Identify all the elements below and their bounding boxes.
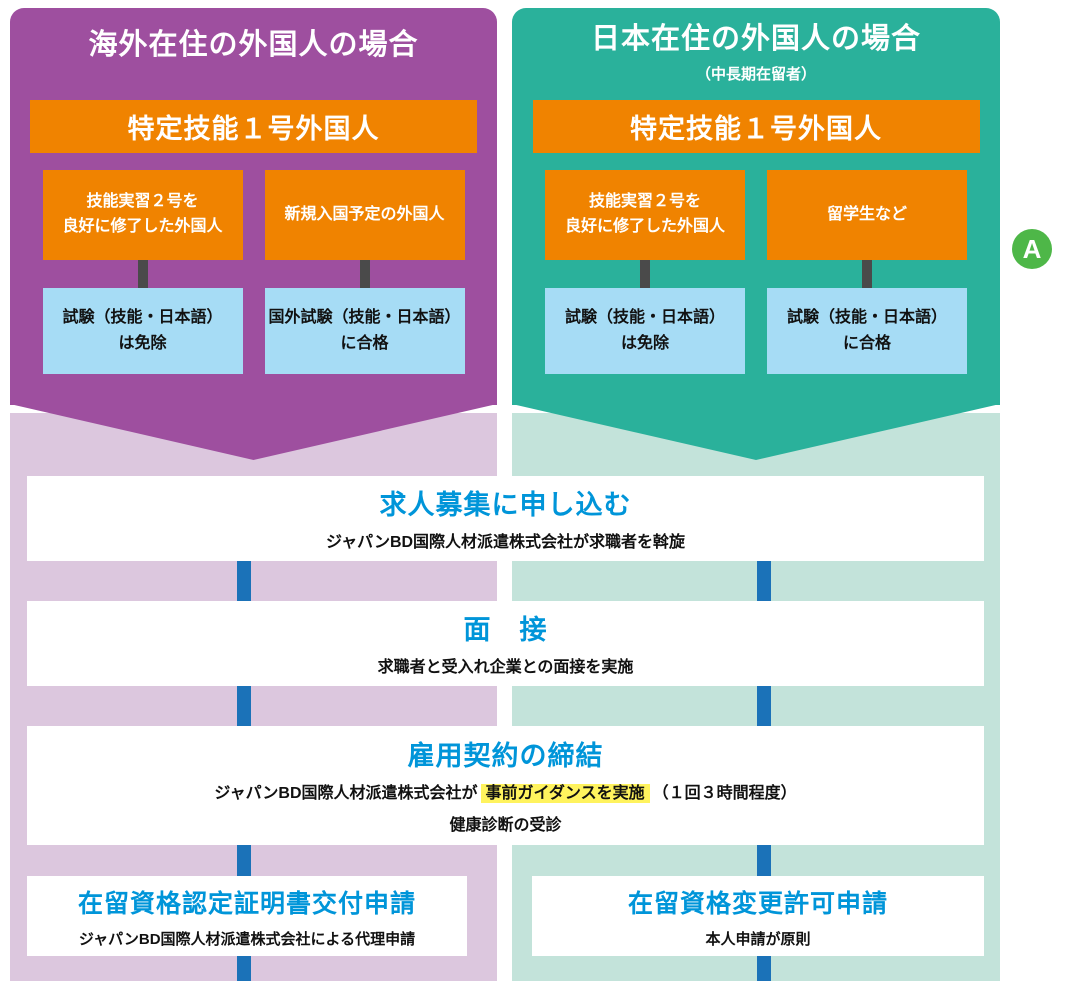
card-connector [359, 260, 370, 288]
overseas-panel-title: 海外在住の外国人の場合 [88, 29, 419, 61]
japan-panel-title: 日本在住の外国人の場合 [590, 23, 921, 55]
connector-line [237, 561, 251, 601]
step-description: ジャパンBD国際人材派遣株式会社が事前ガイダンスを実施（１回３時間程度） [214, 782, 797, 805]
overseas-card-column-2: 新規入国予定の外国人 国外試験（技能・日本語） に合格 [264, 170, 465, 374]
connector-line [237, 845, 251, 876]
japan-panel-subtitle: （中長期在留者） [695, 65, 816, 83]
step-description-pre: ジャパンBD国際人材派遣株式会社が [214, 784, 478, 802]
card-connector [137, 260, 148, 288]
overseas-panel-header: 海外在住の外国人の場合 [10, 8, 497, 100]
connector-line [757, 845, 771, 876]
overseas-card-column-1: 技能実習２号を 良好に修了した外国人 試験（技能・日本語） は免除 [42, 170, 243, 374]
step-title: 面 接 [463, 614, 548, 645]
final-step-status-change-application: 在留資格変更許可申請 本人申請が原則 [532, 876, 984, 956]
overseas-cards-row: 技能実習２号を 良好に修了した外国人 試験（技能・日本語） は免除 新規入国予定… [10, 170, 497, 374]
connector-line [237, 956, 251, 981]
requirement-card: 試験（技能・日本語） は免除 [42, 288, 243, 374]
card-connector [862, 260, 872, 288]
source-card: 技能実習２号を 良好に修了した外国人 [545, 170, 745, 260]
final-step-certificate-application: 在留資格認定証明書交付申請 ジャパンBD国際人材派遣株式会社による代理申請 [27, 876, 467, 956]
final-step-title: 在留資格認定証明書交付申請 [77, 889, 416, 918]
step-title: 求人募集に申し込む [379, 489, 632, 520]
japan-cards-row: 技能実習２号を 良好に修了した外国人 試験（技能・日本語） は免除 留学生など … [512, 170, 1000, 374]
source-card: 新規入国予定の外国人 [264, 170, 465, 260]
overseas-panel: 海外在住の外国人の場合 特定技能１号外国人 技能実習２号を 良好に修了した外国人… [10, 8, 497, 405]
final-step-description: 本人申請が原則 [705, 930, 811, 948]
step-description: 求職者と受入れ企業との面接を実施 [377, 658, 634, 676]
step-description: ジャパンBD国際人材派遣株式会社が求職者を斡旋 [325, 533, 686, 551]
step-description-line2: 健康診断の受診 [449, 817, 562, 834]
step-description-highlight: 事前ガイダンスを実施 [480, 783, 650, 803]
final-step-description: ジャパンBD国際人材派遣株式会社による代理申請 [78, 930, 416, 948]
label-a-badge: A [1012, 229, 1052, 269]
source-card: 留学生など [767, 170, 967, 260]
japan-panel-header: 日本在住の外国人の場合 （中長期在留者） [512, 8, 1000, 100]
japan-card-column-1: 技能実習２号を 良好に修了した外国人 試験（技能・日本語） は免除 [545, 170, 745, 374]
step-apply-job: 求人募集に申し込む ジャパンBD国際人材派遣株式会社が求職者を斡旋 [27, 476, 984, 561]
requirement-card: 試験（技能・日本語） は免除 [545, 288, 745, 374]
connector-line [237, 686, 251, 726]
japan-card-column-2: 留学生など 試験（技能・日本語） に合格 [767, 170, 967, 374]
requirement-card: 国外試験（技能・日本語） に合格 [264, 288, 465, 374]
requirement-card: 試験（技能・日本語） に合格 [767, 288, 967, 374]
step-title: 雇用契約の締結 [407, 740, 604, 771]
japan-panel: 日本在住の外国人の場合 （中長期在留者） 特定技能１号外国人 技能実習２号を 良… [512, 8, 1000, 405]
connector-line [757, 956, 771, 981]
step-employment-contract: 雇用契約の締結 ジャパンBD国際人材派遣株式会社が事前ガイダンスを実施（１回３時… [27, 726, 984, 845]
japan-banner: 特定技能１号外国人 [532, 100, 980, 153]
step-description-post: （１回３時間程度） [652, 784, 797, 802]
card-connector [640, 260, 650, 288]
connector-line [757, 686, 771, 726]
connector-line [757, 561, 771, 601]
source-card: 技能実習２号を 良好に修了した外国人 [42, 170, 243, 260]
overseas-banner: 特定技能１号外国人 [30, 100, 477, 153]
final-step-title: 在留資格変更許可申請 [627, 889, 888, 918]
step-interview: 面 接 求職者と受入れ企業との面接を実施 [27, 601, 984, 686]
